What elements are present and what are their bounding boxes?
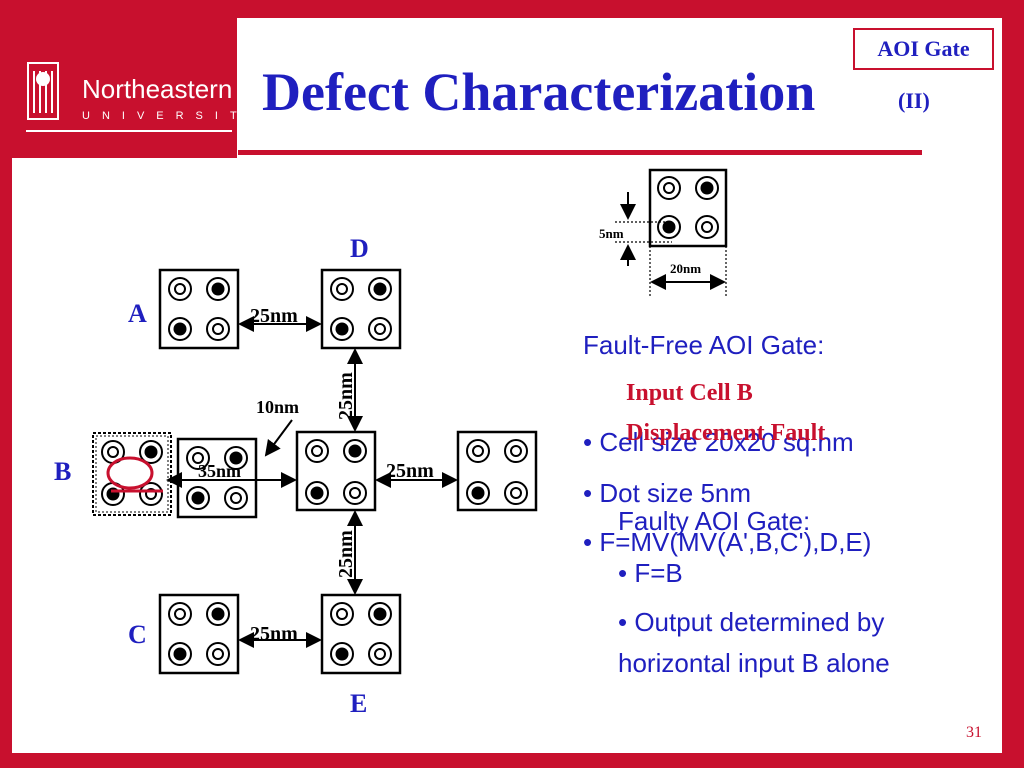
label-b: B: [54, 457, 71, 486]
label-d: D: [350, 234, 369, 263]
faulty-item-2-cont: horizontal input B alone: [618, 648, 890, 678]
dim-cell: 20nm: [670, 261, 701, 276]
dim-center-e: 25nm: [335, 530, 357, 578]
university-subtitle: UNIVERSITY: [82, 110, 269, 122]
cell-a: [158, 268, 240, 350]
topic-tag: AOI Gate: [853, 28, 994, 70]
dim-center-right: 25nm: [386, 460, 434, 482]
logo-divider: [26, 130, 232, 132]
faulty-item-2: • Output determined by: [618, 607, 885, 637]
arrow-ten: [264, 419, 293, 457]
fault-title-line2: Displacement Fault: [626, 420, 826, 446]
dim-c-e: 25nm: [250, 623, 298, 645]
dim-a-d: 25nm: [250, 305, 298, 327]
faulty-heading: Faulty AOI Gate:: [618, 506, 811, 536]
cell-c: [158, 593, 240, 675]
page-title: Defect Characterization: [262, 62, 816, 122]
fault-free-item-2: • Dot size 5nm: [583, 478, 752, 508]
label-a: A: [128, 299, 147, 328]
title-underline: [238, 150, 922, 155]
faulty-item-1: • F=B: [618, 558, 683, 588]
university-name: Northeastern: [82, 74, 233, 104]
page-title-suffix: (II): [898, 88, 930, 113]
page-number: 31: [966, 724, 982, 741]
dim-b-shift: 35nm: [198, 461, 241, 481]
label-e: E: [350, 689, 367, 718]
reference-cell: [648, 168, 728, 248]
fault-free-item-1: • Cell size 20x20 sq.nm: [583, 427, 854, 457]
cell-center: [295, 430, 377, 512]
dim-d-center: 25nm: [335, 372, 357, 420]
cell-b-original: [92, 432, 172, 516]
dim-dot: 5nm: [599, 226, 624, 241]
fault-free-heading: Fault-Free AOI Gate:: [583, 330, 825, 360]
cell-e: [320, 593, 402, 675]
university-logo: Northeastern UNIVERSITY: [12, 18, 256, 158]
cell-output: [456, 430, 538, 512]
cell-d: [320, 268, 402, 350]
fault-title-line1: Input Cell B: [626, 380, 753, 406]
label-c: C: [128, 620, 147, 649]
university-seal-icon: [27, 62, 59, 120]
fault-free-item-3: • F=MV(MV(A',B,C'),D,E): [583, 527, 872, 557]
dim-ten: 10nm: [256, 397, 299, 417]
